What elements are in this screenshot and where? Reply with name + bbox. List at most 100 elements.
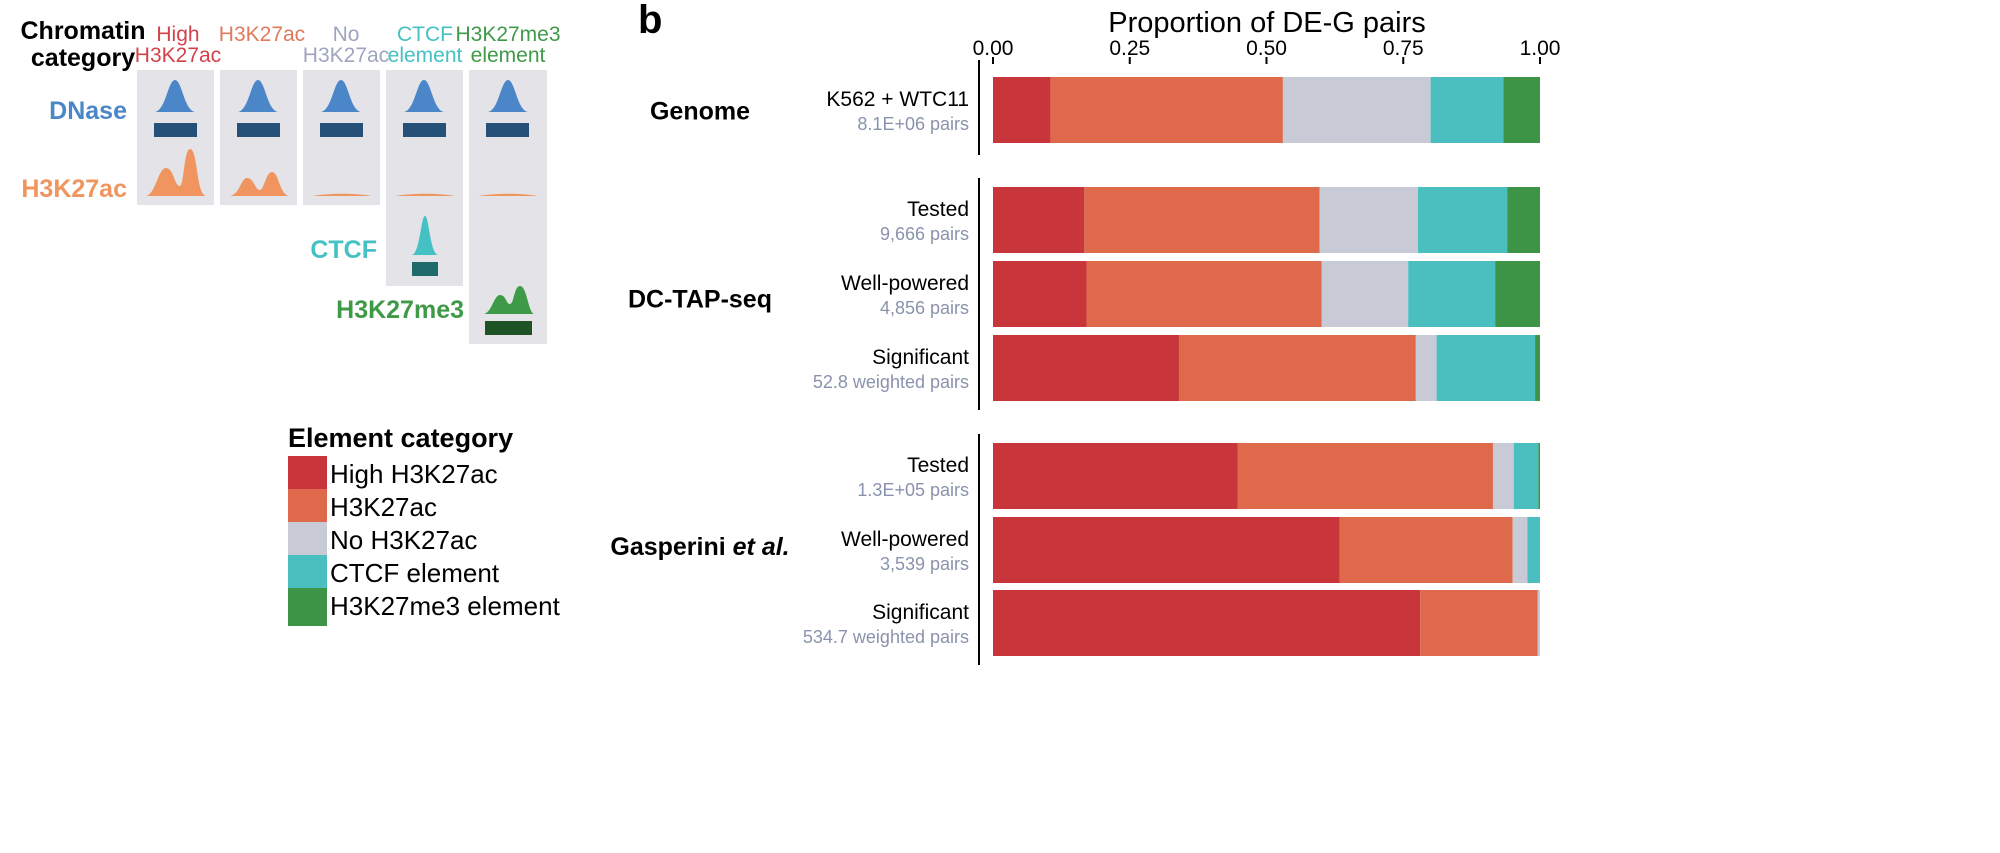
x-tick-label: 0.00: [973, 37, 1014, 60]
legend-label-no-h3k27ac: No H3K27ac: [330, 525, 478, 555]
bar-segment: [1418, 187, 1508, 253]
column-header-h3k27ac: H3K27ac: [207, 24, 317, 45]
bar-segment: [993, 261, 1087, 327]
bar-label: Tested: [907, 454, 969, 477]
dnase-bar: [403, 123, 446, 137]
dnase-bar: [237, 123, 280, 137]
legend-swatch-high-h3k27ac: [288, 456, 327, 494]
bar-segment: [993, 517, 1340, 583]
dnase-peak: [238, 80, 278, 112]
group-label: DC-TAP-seq: [628, 286, 772, 314]
bar-sublabel: 1.3E+05 pairs: [857, 480, 969, 500]
ctcf-bar: [412, 262, 438, 276]
dnase-bar: [320, 123, 363, 137]
column-header-line2: H3K27ac: [134, 44, 222, 67]
chromatin-heading-line1: Chromatin: [20, 17, 146, 45]
column-header-line1: No: [332, 23, 360, 46]
bar-segment: [993, 590, 1421, 656]
bar-segment: [1084, 187, 1320, 253]
row-label-h3k27me3: H3K27me3: [336, 296, 464, 324]
bar-sublabel: 534.7 weighted pairs: [803, 627, 969, 647]
bar-segment: [1495, 261, 1540, 327]
column-header-line2: H3K27ac: [302, 44, 390, 67]
bar-sublabel: 3,539 pairs: [880, 554, 969, 574]
column-header-line2: element: [470, 44, 546, 67]
bar-segment: [1492, 443, 1514, 509]
panel-b-label: b: [638, 0, 663, 42]
x-tick-label: 1.00: [1520, 37, 1561, 60]
bar-label: Well-powered: [841, 528, 969, 551]
column-header-h3k27me3-element: H3K27me3 element: [453, 24, 563, 66]
bar-label: Well-powered: [841, 272, 969, 295]
column-header-ctcf-element: CTCF element: [370, 24, 480, 66]
chromatin-heading-line2: category: [30, 44, 136, 72]
x-axis-title: Proportion of DE-G pairs: [1108, 7, 1426, 39]
legend-label-ctcf-element: CTCF element: [330, 558, 500, 588]
chromatin-heading: Chromatin category: [8, 18, 158, 72]
column-header-high-h3k27ac: High H3K27ac: [123, 24, 233, 66]
bar-segment: [1538, 443, 1540, 509]
group-label: Gasperini et al.: [610, 533, 789, 561]
h3k27me3-peak: [484, 286, 534, 314]
bar-segment: [1282, 77, 1431, 143]
legend-label-high-h3k27ac: High H3K27ac: [330, 459, 498, 489]
h3k27me3-bar: [485, 321, 532, 335]
dnase-peak: [404, 80, 444, 112]
bar-segment: [993, 187, 1085, 253]
bar-segment: [1503, 77, 1540, 143]
group-label: Genome: [650, 98, 750, 126]
h3k27ac-peak: [146, 149, 206, 196]
bar-segment: [1436, 335, 1536, 401]
bar-segment: [1513, 443, 1539, 509]
bar-label: Tested: [907, 198, 969, 221]
bar-segment: [1420, 590, 1538, 656]
bar-segment: [993, 335, 1179, 401]
bar-sublabel: 9,666 pairs: [880, 224, 969, 244]
dnase-bar: [154, 123, 197, 137]
bar-segment: [993, 443, 1238, 509]
bar-sublabel: 4,856 pairs: [880, 298, 969, 318]
legend-swatch-no-h3k27ac: [288, 522, 327, 560]
bar-segment: [1319, 187, 1419, 253]
legend-swatch-h3k27ac: [288, 489, 327, 527]
bar-sublabel: 8.1E+06 pairs: [857, 114, 969, 134]
legend-label-h3k27ac: H3K27ac: [330, 492, 437, 522]
column-header-no-h3k27ac: No H3K27ac: [291, 24, 401, 66]
bar-segment: [1415, 335, 1437, 401]
bar-label: K562 + WTC11: [826, 88, 969, 111]
bar-segment: [1050, 77, 1283, 143]
bar-segment: [1537, 590, 1540, 656]
h3k27ac-peak: [230, 172, 289, 196]
dnase-peak: [321, 80, 361, 112]
column-header-line1: H3K27me3: [455, 23, 561, 46]
h3k27ac-flat: [478, 193, 538, 196]
legend-swatch-ctcf-element: [288, 555, 327, 593]
chromatin-signal-tracks: [146, 80, 538, 335]
bar-label: Significant: [872, 601, 969, 624]
h3k27ac-signal: [146, 149, 538, 196]
legend-swatch-h3k27me3-element: [288, 588, 327, 626]
bar-segment: [1512, 517, 1528, 583]
x-tick-label: 0.50: [1246, 37, 1287, 60]
bar-segment: [1430, 77, 1504, 143]
bar-segment: [1507, 187, 1540, 253]
dnase-peak: [488, 80, 528, 112]
bar-segment: [993, 77, 1051, 143]
dnase-bars: [154, 123, 529, 137]
dnase-peaks: [155, 80, 528, 112]
bar-segment: [1086, 261, 1322, 327]
x-tick-label: 0.75: [1383, 37, 1424, 60]
legend-title: Element category: [288, 423, 514, 453]
ctcf-peak: [412, 216, 438, 255]
row-label-h3k27ac: H3K27ac: [21, 175, 127, 203]
column-header-line1: High: [156, 23, 200, 46]
bar-segment: [1237, 443, 1493, 509]
bar-sublabel: 52.8 weighted pairs: [813, 372, 969, 392]
dnase-peak: [155, 80, 195, 112]
dnase-bar: [486, 123, 529, 137]
bar-segment: [1321, 261, 1409, 327]
bar-segment: [1178, 335, 1416, 401]
h3k27ac-flat: [395, 193, 455, 196]
column-header-line1: H3K27ac: [218, 23, 306, 46]
